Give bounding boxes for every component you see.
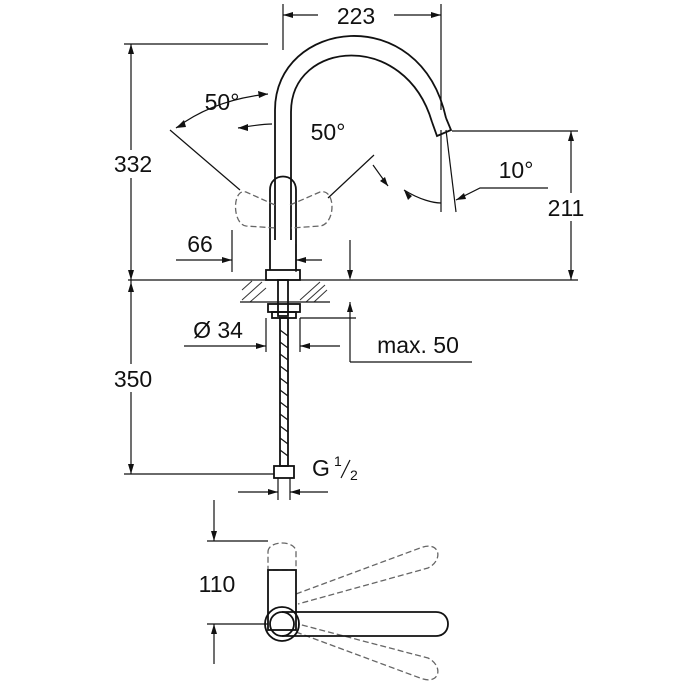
spout-outer-curve — [274, 35, 447, 240]
lever-ghost-right — [289, 191, 333, 229]
top-view-base-inner — [269, 611, 295, 637]
dimension-deck-thickness: max. 50 — [300, 302, 472, 363]
spout-inner-curve — [290, 54, 433, 240]
connection-fraction-den: 2 — [350, 467, 358, 483]
hose-connector — [273, 465, 295, 479]
connection-fraction-num: 1 — [334, 453, 342, 469]
dimension-top-view-depth: 110 — [199, 500, 268, 664]
lever-angle-left-label: 50° — [205, 89, 240, 115]
dimension-hole-diameter: Ø 34 — [184, 317, 340, 352]
faucet-side-view — [234, 35, 453, 281]
angle-lever-left: 50° — [169, 89, 269, 191]
deck-hatch-right — [299, 281, 328, 303]
dimension-hose-length: 350 — [104, 280, 274, 475]
top-view-lever-ghost-swing-up — [295, 545, 439, 605]
supply-hose — [273, 317, 295, 479]
spout-tip — [431, 117, 453, 138]
top-view-lever-center — [282, 611, 449, 637]
dimension-spout-reach: 223 — [282, 3, 442, 110]
lever-offset-label: 66 — [187, 231, 213, 257]
top-view-lever-ghost-swing-down — [295, 623, 439, 681]
angle-lever-right: 50° — [237, 119, 389, 199]
dimension-total-height: 332 — [104, 43, 268, 280]
spout-height-label: 211 — [548, 195, 585, 221]
top-view-depth-label: 110 — [199, 571, 236, 597]
connection-thread-label: G — [312, 455, 330, 481]
lever-ghost-left — [234, 191, 277, 229]
faucet-base — [265, 269, 301, 281]
dimension-lever-offset: 66 — [176, 230, 353, 280]
top-view-lever-ghost-upper — [267, 542, 297, 571]
dimension-connection-thread: G 1 2 — [238, 453, 358, 500]
hose-length-label: 350 — [114, 366, 152, 392]
spout-reach-label: 223 — [337, 3, 375, 29]
hole-diameter-label: Ø 34 — [193, 317, 243, 343]
top-view-body — [267, 569, 297, 631]
spout-tilt-label: 10° — [499, 157, 534, 183]
deck-thickness-label: max. 50 — [377, 332, 459, 358]
angle-spout-tilt: 10° — [403, 129, 548, 213]
deck-hatch-left — [241, 280, 267, 303]
mounting-nut — [267, 303, 301, 313]
hose-braid — [279, 329, 289, 457]
mounting-shank — [277, 279, 289, 317]
total-height-label: 332 — [114, 151, 152, 177]
lever-angle-right-label: 50° — [311, 119, 346, 145]
faucet-column — [269, 175, 297, 270]
faucet-top-view — [264, 542, 449, 681]
dimension-spout-height: 211 — [452, 130, 598, 280]
countertop — [128, 279, 578, 319]
